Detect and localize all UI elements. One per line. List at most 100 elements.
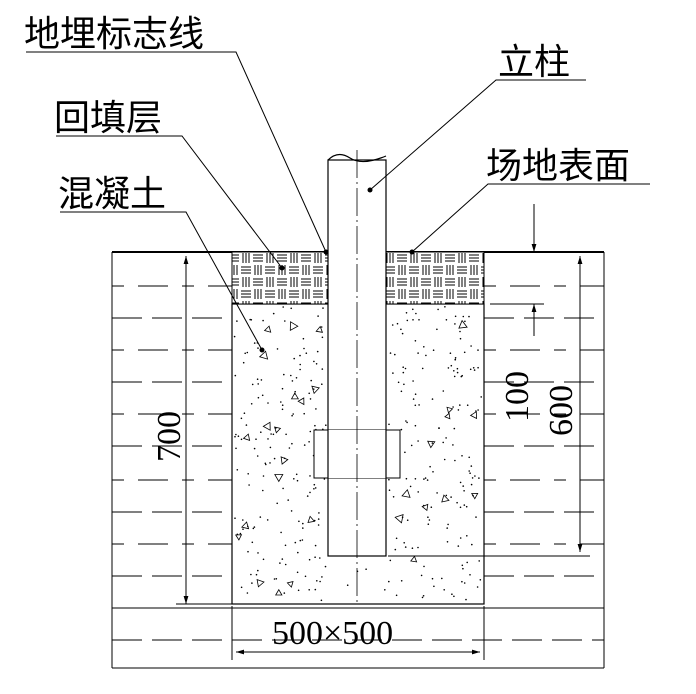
aggregate-dot — [305, 352, 308, 355]
aggregate-dot — [453, 375, 456, 378]
aggregate-dot — [265, 463, 267, 466]
aggregate-dot — [400, 428, 403, 431]
aggregate-dot — [257, 552, 259, 554]
aggregate-dot — [405, 477, 408, 480]
aggregate-dot — [442, 390, 445, 392]
aggregate-triangle — [289, 321, 299, 331]
aggregate-dot — [438, 427, 440, 429]
aggregate-dot — [315, 363, 318, 365]
aggregate-dot — [456, 367, 459, 370]
aggregate-dot — [444, 306, 446, 308]
aggregate-dot — [269, 446, 272, 449]
aggregate-dot — [282, 487, 284, 490]
aggregate-dot — [459, 404, 461, 406]
aggregate-dot — [240, 438, 243, 441]
aggregate-dot — [296, 479, 299, 482]
aggregate-triangle — [427, 440, 436, 449]
aggregate-dot — [313, 488, 315, 490]
aggregate-dot — [414, 393, 417, 396]
aggregate-dot — [463, 351, 466, 354]
aggregate-dot — [403, 383, 405, 386]
aggregate-dot — [281, 404, 284, 407]
aggregate-dot — [285, 433, 287, 436]
aggregate-dot — [302, 527, 304, 529]
aggregate-dot — [257, 347, 259, 349]
aggregate-dot — [453, 427, 456, 430]
backfill-layer — [231, 251, 329, 305]
aggregate-dot — [464, 320, 466, 323]
aggregate-dot — [314, 544, 317, 547]
aggregate-triangle — [307, 515, 316, 524]
aggregate-dot — [324, 565, 327, 568]
aggregate-dot — [415, 312, 417, 315]
aggregate-dot — [313, 483, 316, 486]
aggregate-dot — [402, 371, 405, 374]
aggregate-dot — [443, 458, 446, 461]
aggregate-dot — [466, 535, 468, 537]
aggregate-dot — [389, 559, 392, 562]
aggregate-dot — [465, 505, 468, 508]
aggregate-dot — [462, 567, 464, 570]
aggregate-dot — [406, 319, 409, 322]
aggregate-dot — [272, 312, 275, 315]
aggregate-dot — [454, 323, 456, 325]
aggregate-dot — [237, 435, 240, 438]
aggregate-dot — [394, 548, 397, 551]
aggregate-dot — [259, 516, 262, 518]
aggregate-dot — [290, 510, 293, 512]
aggregate-dot — [470, 345, 472, 347]
aggregate-dot — [299, 363, 302, 366]
aggregate-dot — [275, 578, 278, 580]
aggregate-dot — [457, 409, 460, 411]
aggregate-dot — [463, 504, 466, 506]
aggregate-dot — [346, 584, 349, 586]
aggregate-dot — [304, 575, 307, 578]
aggregate-dot — [388, 580, 390, 583]
aggregate-dot — [431, 442, 434, 444]
aggregate-dot — [242, 528, 244, 530]
aggregate-dot — [248, 484, 250, 486]
aggregate-dot — [262, 319, 264, 322]
aggregate-dot — [253, 526, 256, 528]
aggregate-dot — [314, 487, 317, 489]
aggregate-dot — [284, 563, 287, 566]
aggregate-dot — [314, 556, 316, 558]
leader-dot-backfill — [279, 265, 285, 271]
aggregate-dot — [453, 595, 455, 598]
aggregate-dot — [266, 519, 269, 521]
aggregate-dot — [397, 381, 400, 384]
aggregate-dot — [321, 383, 323, 386]
aggregate-dot — [315, 408, 317, 410]
aggregate-dot — [273, 457, 276, 460]
aggregate-dot — [406, 421, 408, 424]
aggregate-dot — [319, 580, 321, 583]
aggregate-dot — [276, 348, 279, 350]
aggregate-dot — [410, 444, 413, 447]
aggregate-dot — [272, 433, 275, 436]
aggregate-dot — [470, 465, 473, 467]
aggregate-triangle — [258, 350, 269, 360]
aggregate-dot — [322, 307, 324, 309]
aggregate-dot — [251, 383, 254, 386]
aggregate-dot — [257, 569, 259, 572]
aggregate-dot — [267, 438, 269, 440]
aggregate-dot — [297, 589, 300, 592]
aggregate-dot — [247, 473, 249, 475]
aggregate-dot — [246, 592, 249, 594]
aggregate-dot — [418, 319, 420, 321]
aggregate-dot — [459, 330, 461, 333]
aggregate-dot — [423, 478, 425, 480]
aggregate-dot — [273, 578, 276, 580]
aggregate-dot — [428, 519, 431, 521]
aggregate-triangle — [234, 534, 243, 541]
leader-dot-ground — [409, 249, 415, 255]
aggregate-dot — [400, 328, 402, 331]
aggregate-dot — [290, 374, 292, 377]
aggregate-dot — [282, 306, 285, 308]
aggregate-dot — [406, 519, 409, 521]
leader-dot-concrete — [259, 347, 265, 353]
aggregate-dot — [443, 589, 446, 591]
aggregate-dot — [287, 499, 290, 501]
aggregate-dot — [302, 522, 304, 525]
